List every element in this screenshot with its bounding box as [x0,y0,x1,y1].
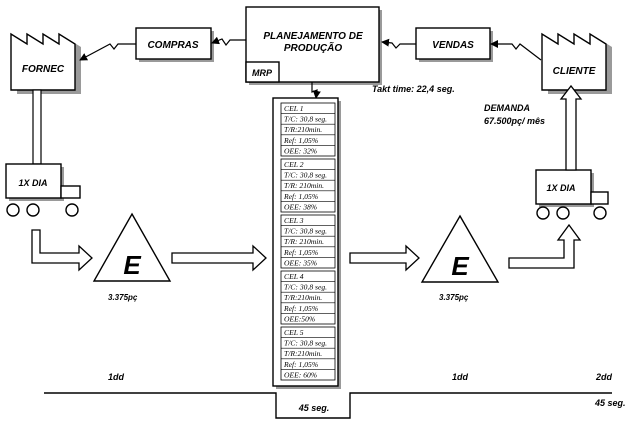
cell-field-ref: Ref: 1,05% [283,136,318,145]
cell-field-tc: T/C: 30,8 seg. [284,283,327,292]
process-cell: CEL 3 T/C: 30,8 seg.T/R: 210min. Ref: 1,05… [280,214,336,269]
cell-field-name: CEL 1 [284,104,304,113]
cell-field-oee: OEE: 32% [284,146,317,155]
cell-field-tr: T/R:210min. [284,125,322,134]
cell-field-ref: Ref: 1,05% [283,304,318,313]
timeline: 1dd 1dd 2dd 45 seg. 45 seg. [44,372,626,419]
cell-field-oee: OEE: 35% [284,258,317,267]
inventory-triangle-1: E [92,212,172,282]
cell-field-tc: T/C: 30,8 seg. [284,171,327,180]
push-arrows [31,223,582,272]
process-cells-column: CEL 1T/C: 30,8 seg.T/R:210min.Ref: 1,05%… [272,97,341,389]
cell-field-tr: T/R: 210min. [284,181,324,190]
timeline-lead-3: 2dd [595,372,613,382]
customer-shipment-arrow [559,84,583,171]
vendas-box: VENDAS [415,27,493,62]
cell-field-ref: Ref: 1,05% [283,248,318,257]
customer-label: CLIENTE [553,66,596,77]
process-cell: CEL 4 T/C: 30,8 seg.T/R:210min. Ref: 1,05%… [280,270,336,325]
cell-field-tr: T/R: 210min. [284,237,324,246]
process-cell: CEL 5 T/C: 30,8 seg.T/R:210min. Ref: 1,05%… [280,326,336,381]
demand-value: 67.500pç/ mês [484,116,545,126]
compras-box: COMPRAS [135,27,214,62]
supplier-factory: FORNEC [10,32,81,94]
timeline-lead-2: 1dd [452,372,469,382]
cell-field-oee: OEE: 38% [284,202,317,211]
timeline-total-process: 45 seg. [594,398,626,408]
customer-factory: CLIENTE [541,32,612,94]
supplier-truck-label: 1X DIA [18,178,47,188]
takt-time-label: Takt time: 22,4 seg. [372,84,455,94]
cell-field-tc: T/C: 30,8 seg. [284,339,327,348]
inventory-qty-1: 3.375pç [108,293,138,302]
compras-label: COMPRAS [147,40,198,51]
cell-field-ref: Ref: 1,05% [283,360,318,369]
cell-field-oee: OEE:50% [284,314,315,323]
cell-field-oee: OEE: 60% [284,370,317,379]
process-cell: CEL 1 T/C: 30,8 seg.T/R:210min. Ref: 1,05%… [280,102,336,157]
planning-box: PLANEJAMENTO DE PRODUÇÃO MRP [245,6,382,85]
cell-field-name: CEL 5 [284,328,304,337]
vendas-label: VENDAS [432,40,474,51]
inventory-triangle-2: E [420,214,500,283]
customer-truck-label: 1X DIA [546,183,575,193]
cell-field-tc: T/C: 30,8 seg. [284,227,327,236]
customer-truck-icon: 1X DIA [535,169,609,220]
cell-field-tr: T/R:210min. [284,293,322,302]
inventory-symbol-2: E [451,251,469,281]
cell-field-ref: Ref: 1,05% [283,192,318,201]
mrp-label: MRP [252,68,273,78]
cell-field-tr: T/R:210min. [284,349,322,358]
cell-field-name: CEL 3 [284,216,304,225]
inventory-symbol-1: E [123,250,141,280]
info-flow-arrows [79,36,542,99]
cell-field-name: CEL 4 [284,272,304,281]
supplier-label: FORNEC [22,64,65,75]
process-cell: CEL 2 T/C: 30,8 seg.T/R: 210min. Ref: 1,05… [280,158,336,213]
cell-field-tc: T/C: 30,8 seg. [284,115,327,124]
inventory-qty-2: 3.375pç [439,293,469,302]
cell-field-name: CEL 2 [284,160,304,169]
timeline-process-time: 45 seg. [298,403,330,413]
supplier-truck-icon: 1X DIA [5,163,81,217]
planning-title-line1: PLANEJAMENTO DE [263,31,363,42]
timeline-lead-1: 1dd [108,372,125,382]
demand-label: DEMANDA [484,103,530,113]
supplier-shipment-line [32,89,42,165]
planning-title-line2: PRODUÇÃO [284,41,343,54]
